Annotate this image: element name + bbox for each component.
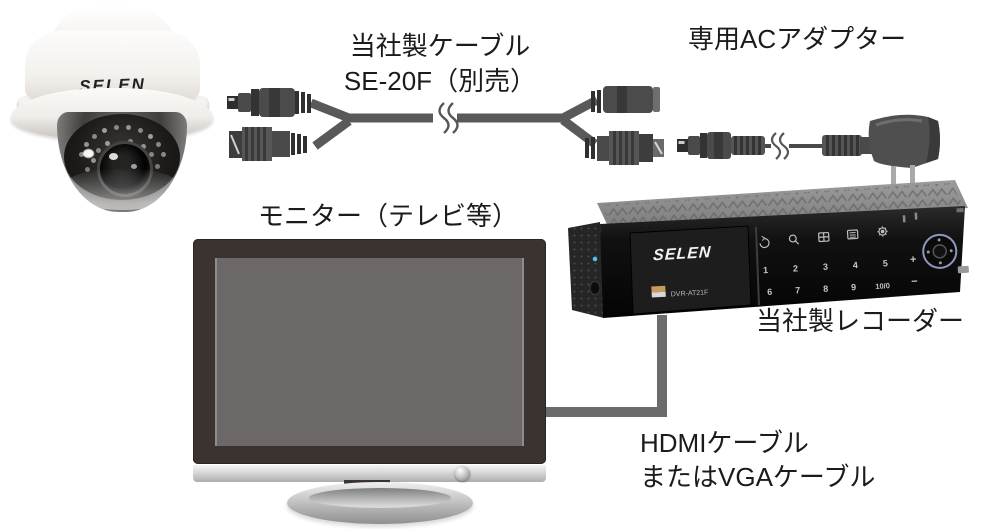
- monitor-screen: [215, 258, 524, 446]
- dvr-key-6: 6: [767, 287, 773, 297]
- monitor: [193, 239, 546, 464]
- dc-jack-right-icon: [591, 86, 660, 113]
- hdmi-cable-line-horizontal: [546, 407, 667, 417]
- ac-adapter-label: 専用ACアダプター: [688, 24, 907, 54]
- dvr-plus-button: +: [910, 254, 917, 266]
- search-icon: [788, 234, 800, 245]
- dvr-side-jack: [589, 281, 601, 295]
- dvr-key-3: 3: [823, 262, 829, 272]
- dvr-usb-port-icon: [957, 265, 969, 274]
- dvr-badge-icon: [651, 285, 666, 293]
- camera-dome-shine: [61, 168, 183, 210]
- dvr-small-button: [902, 215, 906, 223]
- hdmi-cable-label-line1: HDMIケーブル: [640, 428, 809, 458]
- monitor-label: モニター（テレビ等）: [258, 201, 519, 231]
- monitor-stand-base-inner: [309, 488, 451, 508]
- dvr-key-10-0: 10/0: [875, 281, 890, 291]
- dvr-minus-button: −: [911, 276, 918, 288]
- dvr-key-5: 5: [883, 258, 889, 268]
- ac-wall-adapter-icon: [860, 114, 940, 168]
- dvr-recorder-illustration: SELEN DVR-AT21F: [568, 180, 969, 318]
- ac-cable-break-icon: [770, 132, 790, 160]
- hdmi-cable-line-vertical: [657, 315, 667, 417]
- dvr-key-2: 2: [793, 263, 799, 273]
- backup-icon: [759, 235, 770, 249]
- hdmi-cable-label-line2: またはVGAケーブル: [640, 462, 876, 492]
- camera-reflection: [83, 149, 94, 158]
- dvr-small-button: [914, 212, 918, 220]
- dvr-panel-divider: [755, 226, 760, 306]
- setup-icon: [877, 226, 888, 237]
- dvr-key-1: 1: [763, 265, 769, 275]
- monitor-stand-base: [287, 482, 473, 524]
- dvr-left-face-vents: [568, 222, 604, 318]
- dvr-model-label: DVR-AT21F: [671, 289, 709, 298]
- ac-dc-plug-icon: [677, 132, 731, 159]
- dvr-key-9: 9: [851, 282, 857, 292]
- ac-strain-relief-left: [731, 136, 765, 155]
- dvr-power-button: [956, 207, 964, 213]
- bnc-connector-right-icon: [585, 131, 664, 165]
- supplied-cable-label-line1: 当社製ケーブル: [349, 31, 531, 61]
- camera-ir-leds: [57, 112, 62, 117]
- dvr-key-7: 7: [795, 285, 801, 295]
- lens-highlight: [131, 164, 137, 169]
- ac-adapter-illustration: [677, 114, 940, 186]
- recorder-label: 当社製レコーダー: [756, 306, 965, 336]
- dvr-key-4: 4: [853, 260, 859, 270]
- bnc-connector-left-icon: [229, 127, 307, 161]
- ac-plug-prongs-icon: [891, 165, 915, 186]
- dvr-key-8: 8: [823, 284, 829, 294]
- supplied-cable-illustration: [227, 86, 664, 165]
- ac-strain-relief-right: [822, 135, 862, 156]
- camera-dome: [57, 112, 187, 212]
- dc-plug-left-icon: [227, 88, 311, 117]
- lens-highlight: [109, 153, 118, 160]
- cable-break-icon: [438, 102, 459, 134]
- supplied-cable-label-line2: SE-20F（別売）: [343, 66, 537, 96]
- display-icon: [818, 231, 830, 243]
- cable-wires: [309, 96, 600, 150]
- dvr-logo-panel: [629, 225, 752, 315]
- dome-camera: SELEN: [5, 2, 215, 220]
- dvr-number-keypad: 1 2 3 4 5 6 7 8 9 10/0 + −: [763, 254, 918, 297]
- monitor-power-button-icon: [455, 466, 470, 481]
- dvr-badge-icon: [651, 291, 666, 298]
- dvr-nav-ring: [922, 233, 958, 269]
- dvr-power-led: [592, 256, 598, 262]
- dvr-brand-label: SELEN: [653, 243, 712, 264]
- menu-icon: [846, 229, 859, 240]
